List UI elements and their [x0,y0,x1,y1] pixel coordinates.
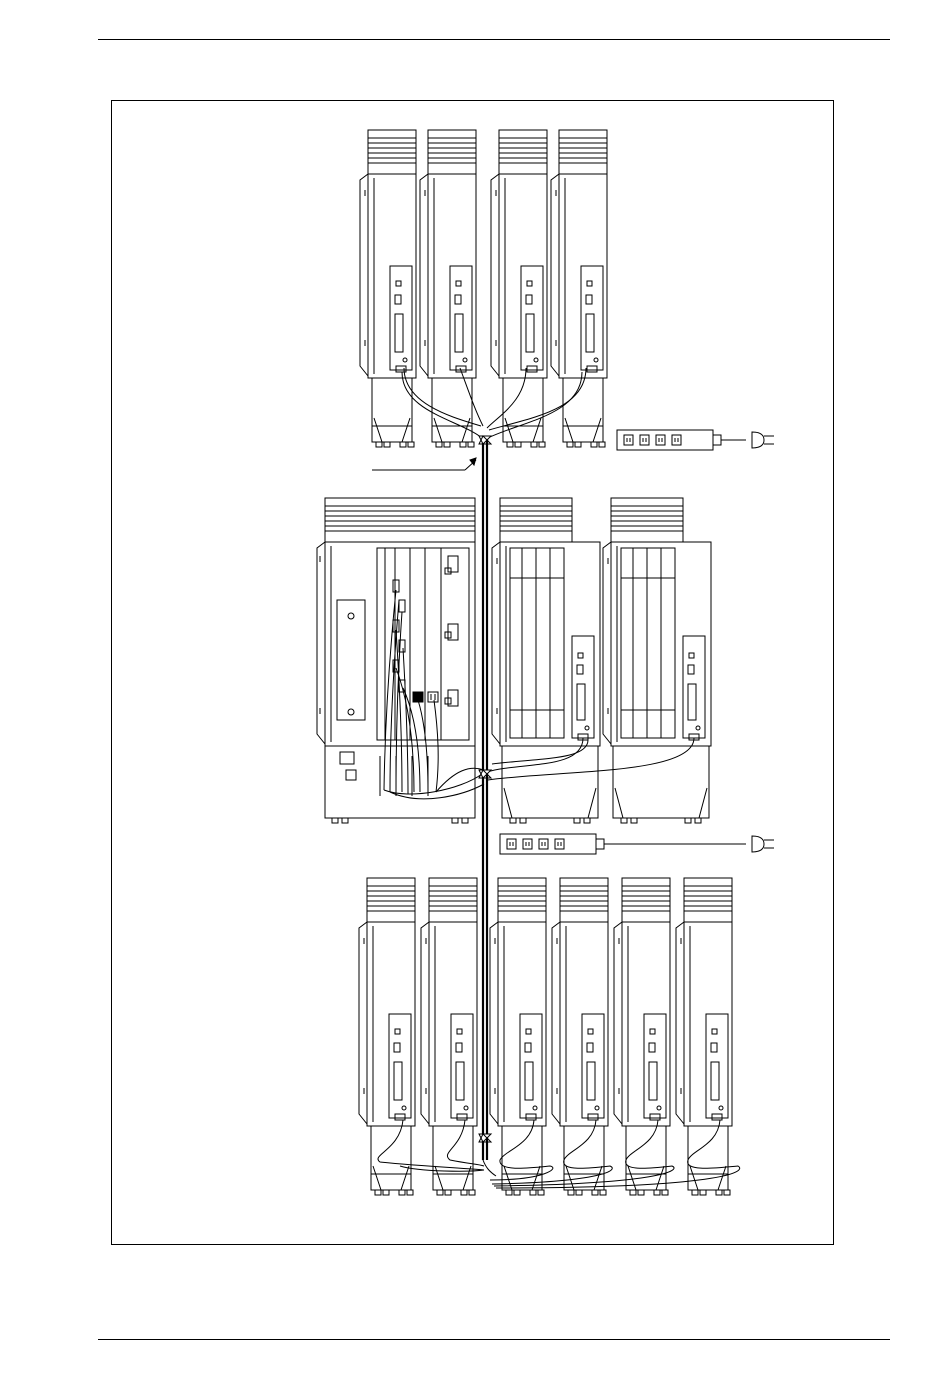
bottom-expansion-unit-2 [421,878,477,1195]
pointer-arrow [372,458,476,470]
power-plug-top [752,432,774,448]
middle-expansion-unit-2 [603,498,711,823]
top-expansion-unit-4 [551,130,607,447]
power-strip-top [617,430,721,450]
top-expansion-unit-2 [420,130,476,447]
power-strip-middle [500,834,604,854]
bottom-expansion-unit-3 [490,878,546,1195]
bottom-expansion-unit-1 [359,878,415,1195]
footer-rule [98,1339,890,1340]
top-expansion-unit-1 [360,130,416,447]
top-expansion-unit-3 [491,130,547,447]
bottom-expansion-unit-4 [552,878,608,1195]
power-plug-middle [752,836,774,852]
bottom-expansion-unit-6 [676,878,732,1195]
bottom-row-cables [378,1120,740,1188]
bottom-expansion-unit-5 [614,878,670,1195]
